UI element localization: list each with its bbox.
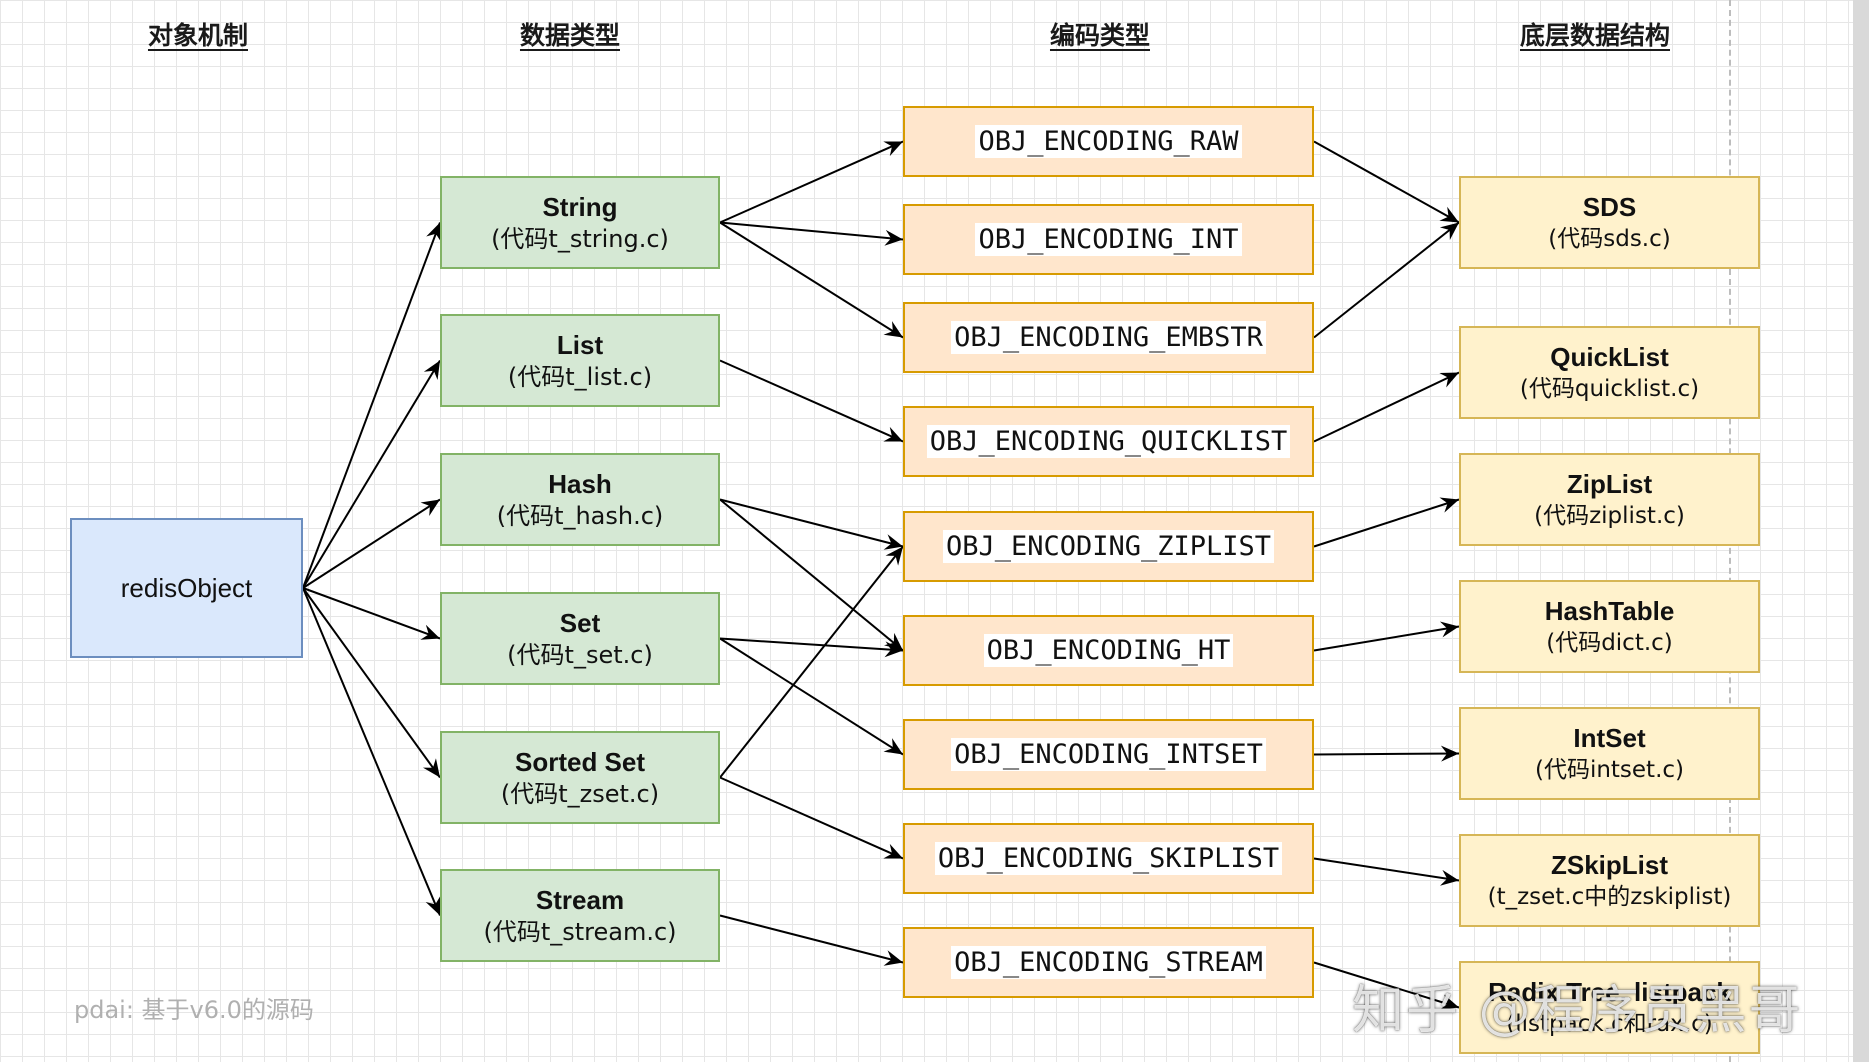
encoding-label: OBJ_ENCODING_RAW	[975, 125, 1242, 158]
structure-source: (代码sds.c)	[1548, 225, 1671, 252]
type-source: (代码t_string.c)	[491, 224, 669, 253]
encoding-to-structure-arrow	[1313, 621, 1460, 652]
encoding-node-ht: OBJ_ENCODING_HT	[903, 615, 1314, 686]
encoding-to-structure-arrow	[1313, 745, 1460, 762]
structure-name: HashTable	[1544, 595, 1675, 626]
encoding-to-structure-arrow	[1313, 221, 1460, 339]
encoding-label: OBJ_ENCODING_INT	[975, 223, 1242, 256]
encoding-label: OBJ_ENCODING_STREAM	[951, 946, 1266, 979]
root-to-type-arrow	[302, 498, 441, 589]
type-source: (代码t_stream.c)	[483, 917, 677, 946]
structure-source: (t_zset.c中的zskiplist)	[1487, 883, 1732, 910]
type-node-set: Set (代码t_set.c)	[440, 592, 720, 685]
type-name: Set	[559, 607, 601, 638]
encoding-to-structure-arrow	[1313, 857, 1460, 886]
type-node-string: String (代码t_string.c)	[440, 176, 720, 269]
structure-name: QuickList	[1550, 341, 1669, 372]
structure-node-intset: IntSet (代码intset.c)	[1459, 707, 1760, 800]
type-to-encoding-arrow	[719, 776, 904, 860]
encoding-to-structure-arrow	[1313, 140, 1460, 224]
encoding-label: OBJ_ENCODING_EMBSTR	[951, 321, 1266, 354]
structure-name: Radix Tree, listpack	[1488, 976, 1731, 1007]
type-name: List	[556, 329, 604, 360]
structure-source: (代码ziplist.c)	[1534, 502, 1685, 529]
type-to-encoding-arrow	[719, 637, 904, 658]
redis-object-label: redisObject	[120, 572, 253, 603]
structure-node-radix-listpack: Radix Tree, listpack (listpack.c和rax.c)	[1459, 961, 1760, 1054]
type-to-encoding-arrow	[719, 545, 904, 779]
type-name: String	[542, 191, 618, 222]
structure-source: (listpack.c和rax.c)	[1506, 1010, 1713, 1037]
type-node-list: List (代码t_list.c)	[440, 314, 720, 407]
structure-name: SDS	[1582, 191, 1637, 222]
structure-name: ZipList	[1566, 468, 1653, 499]
root-to-type-arrow	[302, 587, 441, 916]
type-source: (代码t_list.c)	[507, 362, 653, 391]
encoding-to-structure-arrow	[1313, 497, 1460, 548]
encoding-node-raw: OBJ_ENCODING_RAW	[903, 106, 1314, 177]
type-node-hash: Hash (代码t_hash.c)	[440, 453, 720, 546]
structure-node-ziplist: ZipList (代码ziplist.c)	[1459, 453, 1760, 546]
type-name: Stream	[535, 884, 625, 915]
root-to-type-arrow	[302, 359, 441, 589]
type-to-encoding-arrow	[719, 221, 904, 246]
encoding-label: OBJ_ENCODING_HT	[983, 634, 1234, 667]
structure-node-quicklist: QuickList (代码quicklist.c)	[1459, 326, 1760, 419]
encoding-node-int: OBJ_ENCODING_INT	[903, 204, 1314, 275]
encoding-to-structure-arrow	[1313, 371, 1460, 443]
type-to-encoding-arrow	[719, 498, 904, 550]
encoding-node-ziplist: OBJ_ENCODING_ZIPLIST	[903, 511, 1314, 582]
type-to-encoding-arrow	[719, 221, 904, 339]
type-source: (代码t_hash.c)	[496, 501, 664, 530]
type-to-encoding-arrow	[719, 140, 904, 224]
encoding-label: OBJ_ENCODING_SKIPLIST	[934, 842, 1283, 875]
type-to-encoding-arrow	[719, 914, 904, 966]
structure-node-zskiplist: ZSkipList (t_zset.c中的zskiplist)	[1459, 834, 1760, 927]
root-to-type-arrow	[302, 222, 442, 589]
type-name: Sorted Set	[514, 746, 646, 777]
zhihu-watermark: 知乎 @程序员黑哥	[1352, 981, 1803, 1041]
encoding-node-quicklist: OBJ_ENCODING_QUICKLIST	[903, 406, 1314, 477]
root-to-type-arrow	[302, 587, 441, 779]
encoding-node-skiplist: OBJ_ENCODING_SKIPLIST	[903, 823, 1314, 894]
structure-node-hashtable: HashTable (代码dict.c)	[1459, 580, 1760, 673]
type-source: (代码t_zset.c)	[500, 779, 660, 808]
type-to-encoding-arrow	[719, 637, 904, 756]
encoding-label: OBJ_ENCODING_INTSET	[951, 738, 1266, 771]
header-encoding-type: 编码类型	[1049, 21, 1150, 50]
header-object-mechanism: 对象机制	[147, 21, 248, 50]
header-data-type: 数据类型	[519, 21, 620, 50]
encoding-node-embstr: OBJ_ENCODING_EMBSTR	[903, 302, 1314, 373]
encoding-node-stream: OBJ_ENCODING_STREAM	[903, 927, 1314, 998]
window-edge	[1853, 0, 1869, 1062]
structure-source: (代码quicklist.c)	[1519, 375, 1700, 402]
type-source: (代码t_set.c)	[507, 640, 653, 669]
type-node-sorted-set: Sorted Set (代码t_zset.c)	[440, 731, 720, 824]
type-name: Hash	[548, 468, 612, 499]
structure-node-sds: SDS (代码sds.c)	[1459, 176, 1760, 269]
encoding-label: OBJ_ENCODING_ZIPLIST	[942, 530, 1275, 563]
structure-source: (代码intset.c)	[1534, 756, 1685, 783]
root-to-type-arrow	[302, 587, 441, 640]
redis-object-node: redisObject	[70, 518, 303, 658]
type-node-stream: Stream (代码t_stream.c)	[440, 869, 720, 962]
structure-name: ZSkipList	[1550, 849, 1668, 880]
structure-name: IntSet	[1573, 722, 1646, 753]
header-underlying-structure: 底层数据结构	[1519, 21, 1670, 50]
encoding-to-structure-arrow	[1313, 961, 1460, 1010]
structure-source: (代码dict.c)	[1546, 629, 1673, 656]
type-to-encoding-arrow	[719, 359, 904, 443]
type-to-encoding-arrow	[719, 498, 904, 652]
encoding-label: OBJ_ENCODING_QUICKLIST	[926, 425, 1291, 458]
source-footnote: pdai: 基于v6.0的源码	[74, 996, 314, 1024]
encoding-node-intset: OBJ_ENCODING_INTSET	[903, 719, 1314, 790]
